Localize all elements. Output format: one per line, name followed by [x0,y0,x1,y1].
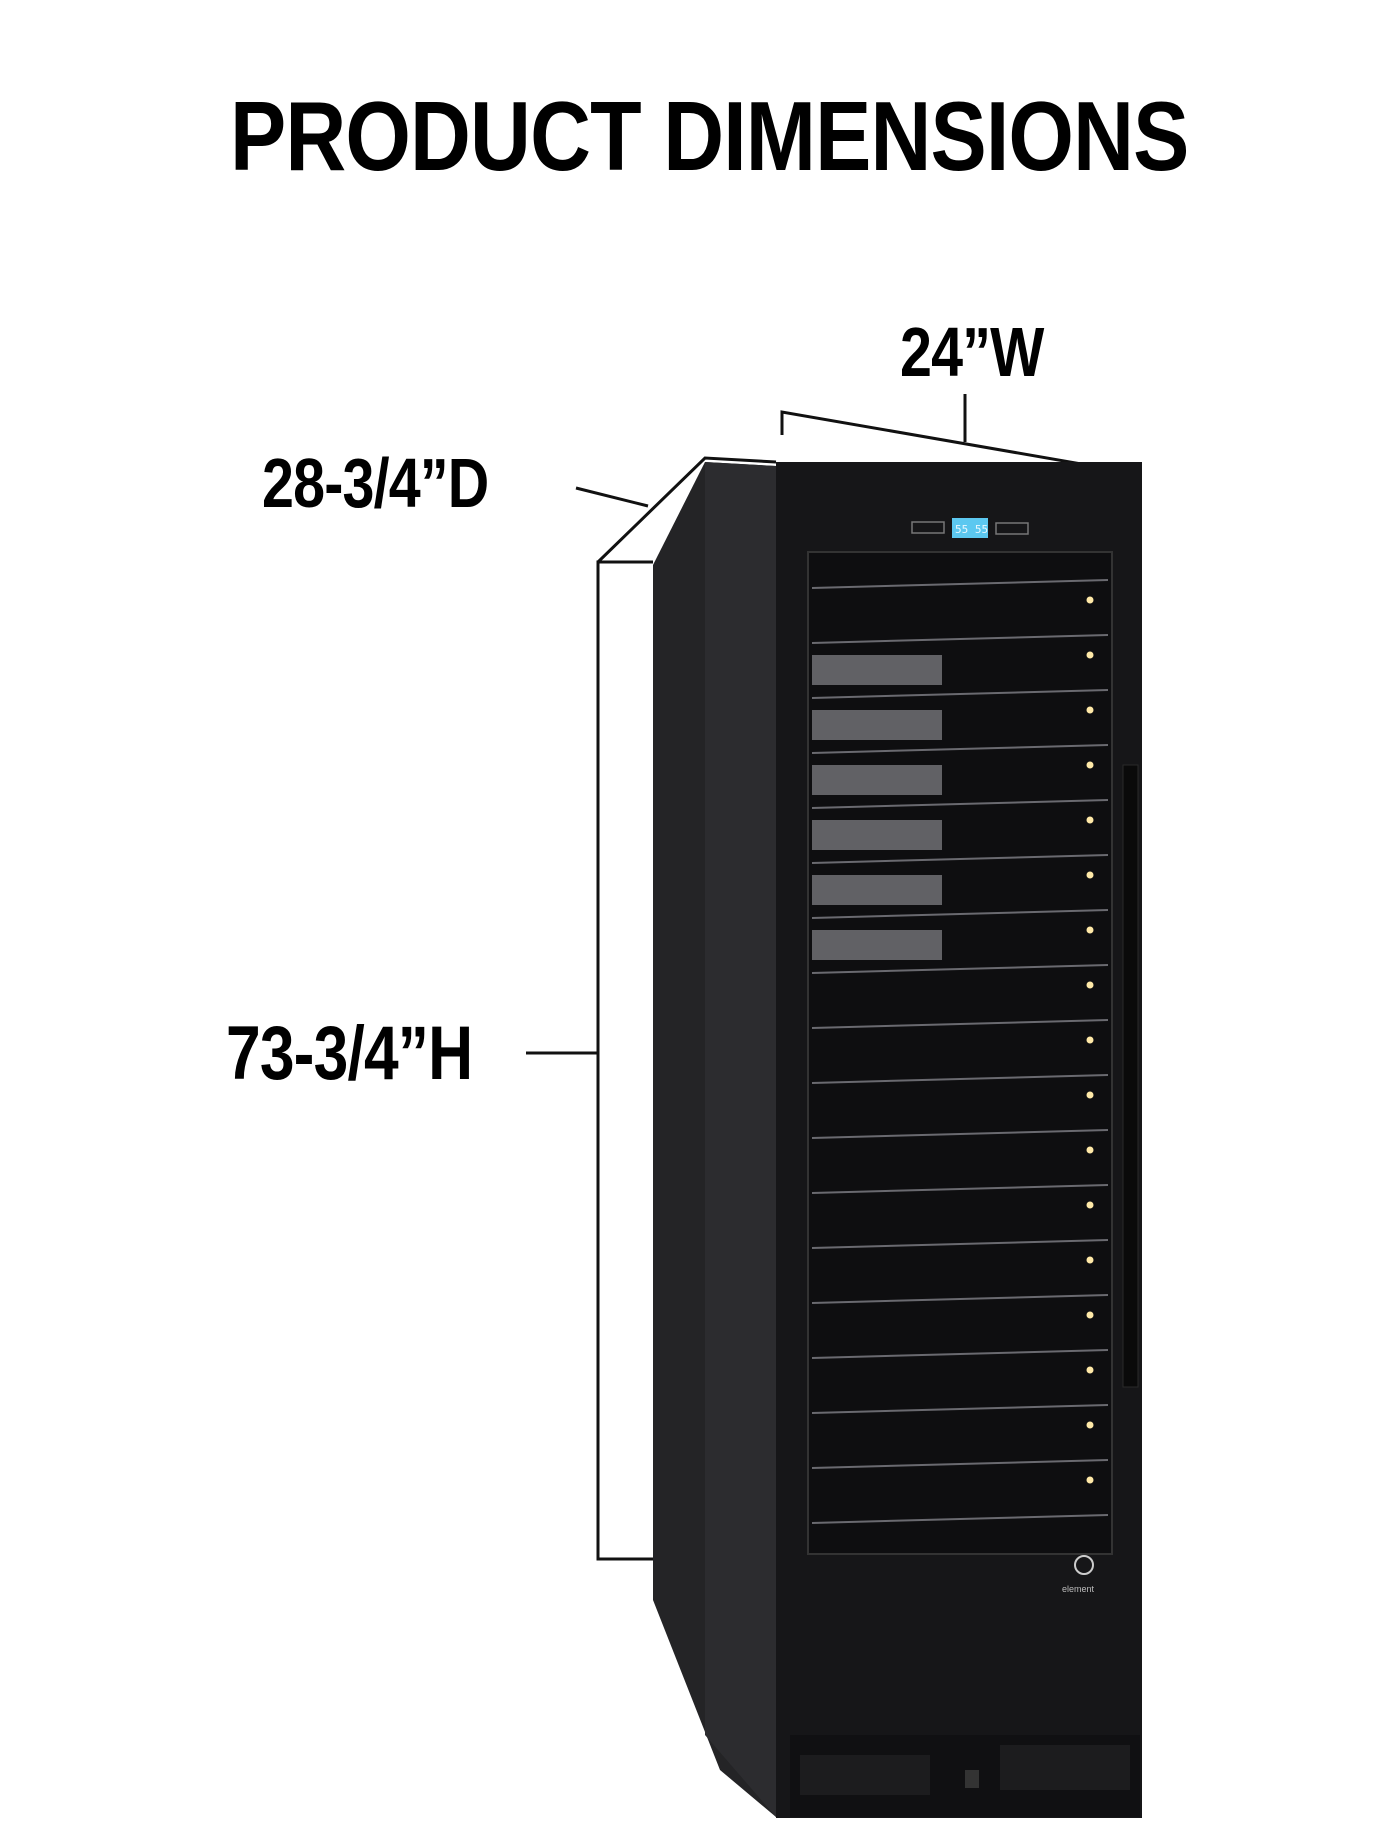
brand-logo-icon [1074,1555,1094,1575]
led-light [1086,1476,1094,1484]
display-readout: 55 55 [955,523,988,536]
depth-leader [575,486,649,508]
led-light [1086,1036,1094,1044]
rear-light-panel [812,655,942,685]
shelf [811,1239,1109,1249]
temperature-display [952,518,988,538]
shelf [811,579,1109,589]
shelf [811,1404,1109,1414]
shelf [811,1349,1109,1359]
shelf [811,1294,1109,1304]
shelf [811,1459,1109,1469]
brand-logo: element [1062,1584,1095,1594]
width-label: 24”W [900,313,1044,391]
led-light [1086,651,1094,659]
door-glass [807,551,1113,1555]
depth-label: 28-3/4”D [262,444,489,522]
shelf [811,1514,1109,1524]
led-light [1086,1146,1094,1154]
control-buttons-left[interactable] [911,521,945,534]
rear-light-panel [812,710,942,740]
shelf [811,964,1109,974]
led-light [1086,1366,1094,1374]
led-light [1086,1201,1094,1209]
depth-bracket [596,456,777,564]
led-light [1086,761,1094,769]
shelf [811,799,1109,809]
rear-light-panel [812,875,942,905]
led-light [1086,1421,1094,1429]
shelf [811,1129,1109,1139]
shelf [811,909,1109,919]
shelf [811,689,1109,699]
control-buttons-right[interactable] [995,522,1029,535]
shelf [811,634,1109,644]
rear-light-panel [812,765,942,795]
door-handle[interactable] [1122,764,1139,1388]
led-light [1086,926,1094,934]
led-light [1086,596,1094,604]
led-light [1086,1256,1094,1264]
shelves [811,579,1109,1524]
rear-light-panel [812,930,942,960]
page-title: PRODUCT DIMENSIONS [230,81,1189,191]
led-light [1086,871,1094,879]
shelf [811,744,1109,754]
shelf [811,1019,1109,1029]
shelf [811,1074,1109,1084]
led-light [1086,1091,1094,1099]
height-bracket [596,560,653,1561]
led-light [1086,706,1094,714]
led-light [1086,1311,1094,1319]
rear-light-panel [812,820,942,850]
door-lock [965,1770,979,1788]
shelf [811,854,1109,864]
led-light [1086,981,1094,989]
led-light [1086,816,1094,824]
height-label: 73-3/4”H [226,1011,473,1096]
shelf [811,1184,1109,1194]
